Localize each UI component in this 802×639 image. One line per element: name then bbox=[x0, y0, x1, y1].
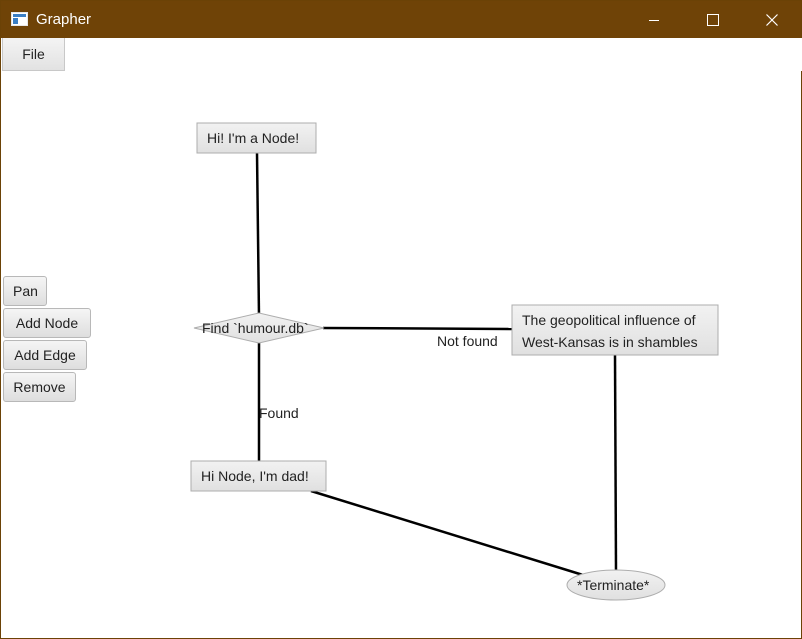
node-dad[interactable]: Hi Node, I'm dad! bbox=[190, 460, 327, 492]
minimize-icon bbox=[649, 19, 659, 21]
minimize-button[interactable] bbox=[631, 1, 677, 38]
node-geo-line2: West-Kansas is in shambles bbox=[522, 334, 698, 350]
window-title: Grapher bbox=[36, 11, 92, 28]
edge-dad-to-terminate[interactable] bbox=[310, 489, 584, 577]
maximize-button[interactable] bbox=[690, 1, 736, 38]
node-find-label: Find `humour.db` bbox=[202, 320, 309, 336]
add-node-button[interactable]: Add Node bbox=[3, 308, 91, 338]
close-button[interactable] bbox=[749, 1, 795, 38]
node-geo[interactable]: The geopolitical influence of West-Kansa… bbox=[511, 304, 719, 356]
app-icon bbox=[11, 12, 28, 26]
remove-button[interactable]: Remove bbox=[3, 372, 76, 402]
pan-button[interactable]: Pan bbox=[3, 276, 47, 306]
close-icon bbox=[766, 13, 778, 26]
edge-label-found: Found bbox=[259, 405, 299, 421]
edge-find-to-geo[interactable] bbox=[322, 326, 514, 331]
edge-hi-to-find[interactable] bbox=[255, 152, 261, 318]
node-terminate[interactable]: *Terminate* bbox=[566, 569, 666, 601]
title-bar[interactable]: Grapher bbox=[1, 1, 801, 38]
menu-bar: File bbox=[2, 38, 802, 71]
maximize-icon bbox=[707, 13, 719, 26]
menu-file[interactable]: File bbox=[2, 38, 65, 71]
edge-label-not-found: Not found bbox=[437, 333, 498, 349]
node-dad-label: Hi Node, I'm dad! bbox=[201, 468, 309, 484]
node-hi-label: Hi! I'm a Node! bbox=[207, 130, 299, 146]
node-terminate-label: *Terminate* bbox=[577, 577, 650, 593]
add-edge-button[interactable]: Add Edge bbox=[3, 340, 87, 370]
edge-geo-to-terminate[interactable] bbox=[613, 354, 618, 572]
node-find-decision[interactable]: Find `humour.db` bbox=[193, 312, 325, 344]
node-geo-line1: The geopolitical influence of bbox=[522, 312, 696, 328]
node-hi[interactable]: Hi! I'm a Node! bbox=[196, 122, 317, 154]
